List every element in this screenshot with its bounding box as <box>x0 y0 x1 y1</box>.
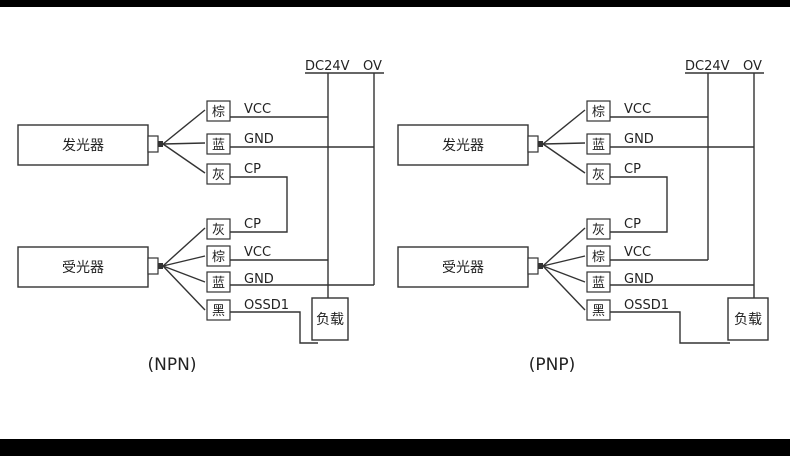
pnp-receiver-signal-2: VCC <box>624 245 651 260</box>
npn-receiver-tag-4: 黑 <box>212 304 225 319</box>
npn-0v-label: OV <box>363 59 382 74</box>
pnp-receiver-box <box>397 246 529 288</box>
npn-emitter-tag-box-1 <box>206 100 231 122</box>
npn-emitter-box <box>17 124 149 166</box>
npn-receiver-wire-4 <box>162 265 206 311</box>
pnp-receiver-tag-4: 黑 <box>592 304 605 319</box>
pnp-emitter-signal-3: CP <box>624 162 641 177</box>
pnp-load-label: 负载 <box>734 312 762 328</box>
npn-receiver-tag-1: 灰 <box>212 223 225 238</box>
pnp-receiver-tag-2: 棕 <box>592 250 605 265</box>
npn-receiver-signal-3: GND <box>244 272 274 287</box>
pnp-emitter-plug <box>538 141 543 147</box>
npn-cp-link <box>230 176 288 233</box>
pnp-receiver-tag-1: 灰 <box>592 223 605 238</box>
npn-emitter-wire-1 <box>162 109 206 145</box>
pnp-dc24v-label: DC24V <box>685 59 730 74</box>
pnp-load-box <box>727 297 769 341</box>
npn-emitter-tag-box-2 <box>206 133 231 155</box>
pnp-receiver-tag-3: 蓝 <box>592 276 605 291</box>
pnp-receiver-wire-3 <box>542 265 586 283</box>
pnp-receiver-label: 受光器 <box>442 260 484 276</box>
pnp-emitter-tag-2: 蓝 <box>592 138 605 153</box>
npn-receiver-tag-box-2 <box>206 245 231 267</box>
npn-load-label: 负载 <box>316 312 344 328</box>
pnp-emitter-tag-1: 棕 <box>592 105 605 120</box>
pnp-emitter-label: 发光器 <box>442 138 484 154</box>
npn-receiver-tag-box-4 <box>206 299 231 321</box>
npn-caption: (NPN) <box>148 355 197 375</box>
pnp-receiver-tag-box-3 <box>586 271 611 293</box>
npn-receiver-tag-2: 棕 <box>212 250 225 265</box>
pnp-emitter-wire-3 <box>542 143 586 174</box>
npn-receiver-tag-box-1 <box>206 218 231 240</box>
npn-receiver-wire-3 <box>162 265 206 283</box>
pnp-receiver-plug <box>538 263 543 269</box>
npn-receiver-signal-2: VCC <box>244 245 271 260</box>
npn-receiver-tag-box-3 <box>206 271 231 293</box>
pnp-receiver-signal-4: OSSD1 <box>624 298 669 313</box>
pnp-cp-link <box>610 176 668 233</box>
pnp-receiver-signal-1: CP <box>624 217 641 232</box>
npn-emitter-connector <box>147 135 159 153</box>
npn-emitter-plug <box>158 141 163 147</box>
pnp-emitter-tag-box-2 <box>586 133 611 155</box>
npn-receiver-signal-4: OSSD1 <box>244 298 289 313</box>
pnp-emitter-signal-1: VCC <box>624 102 651 117</box>
wiring-diagrams-canvas: DC24V OV 发光器 棕 蓝 灰 VCC GND C <box>17 59 769 375</box>
npn-receiver-signal-1: CP <box>244 217 261 232</box>
npn-receiver-plug <box>158 263 163 269</box>
top-black-bar <box>0 0 790 7</box>
npn-emitter-signal-2: GND <box>244 132 274 147</box>
pnp-receiver-tag-box-1 <box>586 218 611 240</box>
pnp-receiver-connector <box>527 257 539 275</box>
npn-load-box <box>311 297 349 341</box>
pnp-emitter-tag-box-3 <box>586 163 611 185</box>
npn-emitter-wire-2 <box>162 142 206 145</box>
npn-emitter-signal-3: CP <box>244 162 261 177</box>
npn-emitter-label: 发光器 <box>62 138 104 154</box>
pnp-receiver-wire-1 <box>542 227 586 267</box>
pnp-receiver-tag-box-4 <box>586 299 611 321</box>
npn-emitter-tag-2: 蓝 <box>212 138 225 153</box>
pnp-emitter-connector <box>527 135 539 153</box>
npn-dc24v-label: DC24V <box>305 59 350 74</box>
npn-emitter-tag-box-3 <box>206 163 231 185</box>
npn-emitter-tag-3: 灰 <box>212 168 225 183</box>
diagram-pnp: DC24V OV 发光器 棕 蓝 灰 VCC GND C <box>397 59 769 375</box>
npn-receiver-label: 受光器 <box>62 260 104 276</box>
npn-receiver-connector <box>147 257 159 275</box>
pnp-caption: (PNP) <box>529 355 575 375</box>
pnp-ossd1-to-load-line <box>610 311 730 344</box>
pnp-receiver-tag-box-2 <box>586 245 611 267</box>
npn-ossd1-to-load-line <box>230 311 318 344</box>
pnp-emitter-wire-1 <box>542 109 586 145</box>
npn-receiver-wire-1 <box>162 227 206 267</box>
pnp-emitter-signal-2: GND <box>624 132 654 147</box>
npn-receiver-tag-3: 蓝 <box>212 276 225 291</box>
pnp-emitter-tag-box-1 <box>586 100 611 122</box>
pnp-emitter-tag-3: 灰 <box>592 168 605 183</box>
npn-receiver-wire-2 <box>162 255 206 267</box>
npn-emitter-wire-3 <box>162 143 206 174</box>
diagram-npn: DC24V OV 发光器 棕 蓝 灰 VCC GND C <box>17 59 384 375</box>
pnp-receiver-signal-3: GND <box>624 272 654 287</box>
npn-emitter-tag-1: 棕 <box>212 105 225 120</box>
pnp-0v-label: OV <box>743 59 762 74</box>
pnp-receiver-wire-4 <box>542 265 586 311</box>
pnp-receiver-wire-2 <box>542 255 586 267</box>
npn-emitter-signal-1: VCC <box>244 102 271 117</box>
bottom-black-bar <box>0 439 790 456</box>
pnp-emitter-wire-2 <box>542 142 586 145</box>
